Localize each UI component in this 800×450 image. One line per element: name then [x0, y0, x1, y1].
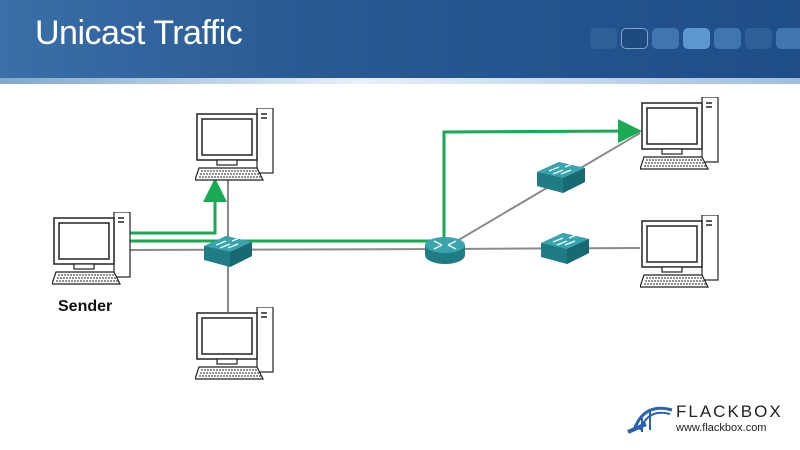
sender-label: Sender — [58, 298, 113, 315]
traffic-path-top-pc — [130, 178, 227, 235]
router — [425, 237, 465, 264]
decor-square — [776, 28, 800, 49]
decor-square — [652, 28, 679, 49]
logo-name: FLACKBOX — [676, 402, 783, 421]
decor-square — [621, 28, 648, 49]
slide-title: Unicast Traffic — [35, 14, 243, 52]
decor-square — [590, 28, 617, 49]
flackbox-logo: FLACKBOX www.flackbox.com — [626, 400, 786, 440]
logo-url: www.flackbox.com — [676, 422, 767, 434]
decor-square — [683, 28, 710, 49]
computer-right-top — [640, 97, 718, 169]
header-divider — [0, 78, 800, 84]
decor-square — [745, 28, 772, 49]
switch-right-bottom — [541, 233, 589, 264]
traffic-path-unicast — [130, 119, 642, 243]
bridge-logo-icon — [627, 406, 673, 434]
link-router-pc-right-top — [444, 132, 641, 249]
link-sender-router — [129, 248, 446, 251]
computer-right-bottom — [640, 215, 718, 287]
slide-header: Unicast Traffic — [0, 0, 800, 78]
decorative-squares — [590, 28, 800, 49]
computer-bottom — [195, 307, 273, 379]
sender-computer — [52, 212, 130, 284]
computer-top — [195, 108, 273, 180]
decor-square — [714, 28, 741, 49]
unicast-traffic-paths — [130, 119, 642, 243]
